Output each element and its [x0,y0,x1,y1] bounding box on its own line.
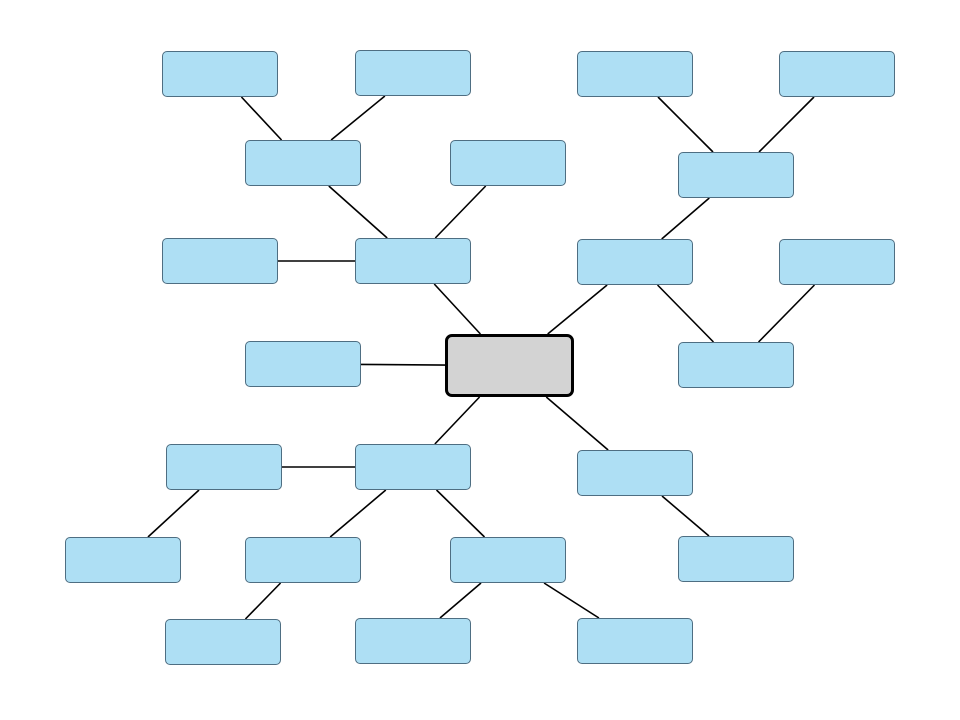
connector-n9-n10 [661,197,710,240]
topic-node-n12[interactable] [678,342,794,388]
connector-n13-center [360,363,446,366]
topic-node-n21[interactable] [577,618,693,664]
connector-center-n22 [545,396,609,451]
topic-node-n11[interactable] [779,239,895,285]
topic-node-n16[interactable] [65,537,181,583]
connector-n8-n9 [758,96,815,153]
topic-node-n17[interactable] [245,537,361,583]
topic-node-n23[interactable] [678,536,794,582]
topic-node-n9[interactable] [678,152,794,198]
topic-node-n14[interactable] [166,444,282,490]
connector-n2-n3 [330,95,386,141]
topic-node-n10[interactable] [577,239,693,285]
connector-n10-n12 [656,284,715,343]
connector-n11-n12 [757,284,816,343]
topic-node-n7[interactable] [577,51,693,97]
connector-n17-n19 [244,582,282,620]
topic-node-n18[interactable] [450,537,566,583]
connector-n18-n20 [439,582,482,619]
topic-node-n8[interactable] [779,51,895,97]
topic-node-n19[interactable] [165,619,281,665]
connector-n1-n3 [240,96,283,141]
topic-node-n3[interactable] [245,140,361,186]
topic-node-n1[interactable] [162,51,278,97]
topic-node-n15[interactable] [355,444,471,490]
topic-node-n6[interactable] [355,238,471,284]
central-topic-node[interactable] [445,334,574,397]
topic-node-n5[interactable] [162,238,278,284]
connector-n10-center [547,284,608,335]
topic-node-n22[interactable] [577,450,693,496]
topic-node-n2[interactable] [355,50,471,96]
connector-n6-center [433,283,481,335]
connector-n22-n23 [661,495,710,537]
connector-n3-n6 [328,185,388,239]
connector-n4-n6 [434,185,487,239]
topic-node-n4[interactable] [450,140,566,186]
connector-n7-n9 [657,96,714,153]
connector-center-n15 [434,396,481,445]
connector-n14-n16 [147,489,200,538]
topic-node-n13[interactable] [245,341,361,387]
connector-n15-n18 [435,489,486,538]
topic-node-n20[interactable] [355,618,471,664]
connector-n18-n21 [543,582,600,619]
connector-n15-n17 [329,489,387,538]
